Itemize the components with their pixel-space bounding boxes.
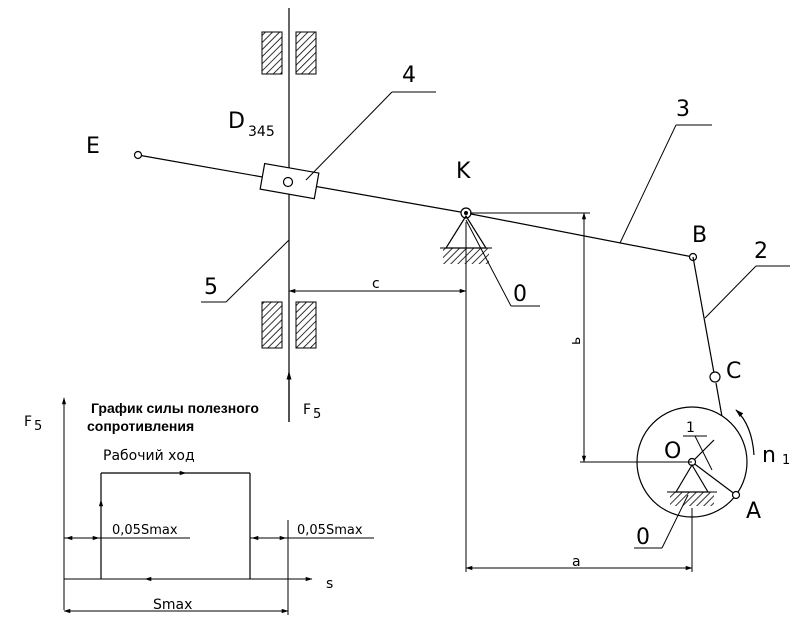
leader-0-K xyxy=(465,219,512,307)
leader-3 xyxy=(619,124,677,244)
label-b: ь xyxy=(568,337,584,345)
label-c: c xyxy=(372,276,380,292)
graph-y-label-sub: 5 xyxy=(34,419,42,434)
leader-1 xyxy=(694,435,713,471)
label-2: 2 xyxy=(754,239,768,264)
graph-title-2: сопротивления xyxy=(87,418,194,434)
graph-y-label: F xyxy=(24,414,32,430)
joint-K-center xyxy=(464,211,468,215)
label-5: 5 xyxy=(204,275,218,300)
label-C: C xyxy=(726,359,741,384)
guide-bottom-right xyxy=(295,301,317,349)
label-O: O xyxy=(664,439,681,464)
joint-A xyxy=(731,490,741,500)
label-E: E xyxy=(86,134,100,159)
joint-C xyxy=(709,371,721,383)
leader-0-O xyxy=(661,494,689,549)
label-0-O: 0 xyxy=(636,525,650,550)
guide-top-left xyxy=(261,31,283,75)
joint-D xyxy=(282,176,294,188)
graph-x-label: s xyxy=(326,576,333,592)
label-n-sub: 1 xyxy=(782,453,790,468)
force-graph: F 5 График силы полезного сопротивления … xyxy=(24,397,374,615)
guide-top-right xyxy=(295,31,317,75)
leader-4 xyxy=(305,91,393,181)
link-B-C xyxy=(692,256,715,374)
leader-5 xyxy=(225,239,290,303)
label-F5: F xyxy=(303,402,311,418)
guide-bottom-left xyxy=(261,301,283,349)
graph-left-gap-label: 0,05Smax xyxy=(112,523,178,538)
label-0-K: 0 xyxy=(513,282,527,307)
label-a: a xyxy=(572,554,581,570)
joint-E xyxy=(133,150,143,160)
graph-work-stroke-label: Рабочий ход xyxy=(103,448,195,464)
leader-2 xyxy=(704,265,757,319)
label-n: n xyxy=(762,443,776,468)
label-F5-sub: 5 xyxy=(313,407,321,422)
graph-smax-label: Smax xyxy=(153,597,192,613)
label-D-sub: 345 xyxy=(248,124,275,140)
label-D: D xyxy=(228,109,245,134)
crank-OA xyxy=(691,461,737,496)
label-1: 1 xyxy=(686,420,695,436)
label-B: B xyxy=(692,223,707,248)
graph-title-1: График силы полезного xyxy=(91,400,259,416)
label-K: K xyxy=(456,159,471,184)
rotation-arrow-n1 xyxy=(735,409,755,456)
label-4: 4 xyxy=(402,63,416,88)
ground-O-hatch xyxy=(670,492,714,506)
graph-right-gap-label: 0,05Smax xyxy=(297,523,363,538)
link-K-B xyxy=(465,212,694,258)
label-A: A xyxy=(746,499,761,524)
label-3: 3 xyxy=(676,97,690,122)
